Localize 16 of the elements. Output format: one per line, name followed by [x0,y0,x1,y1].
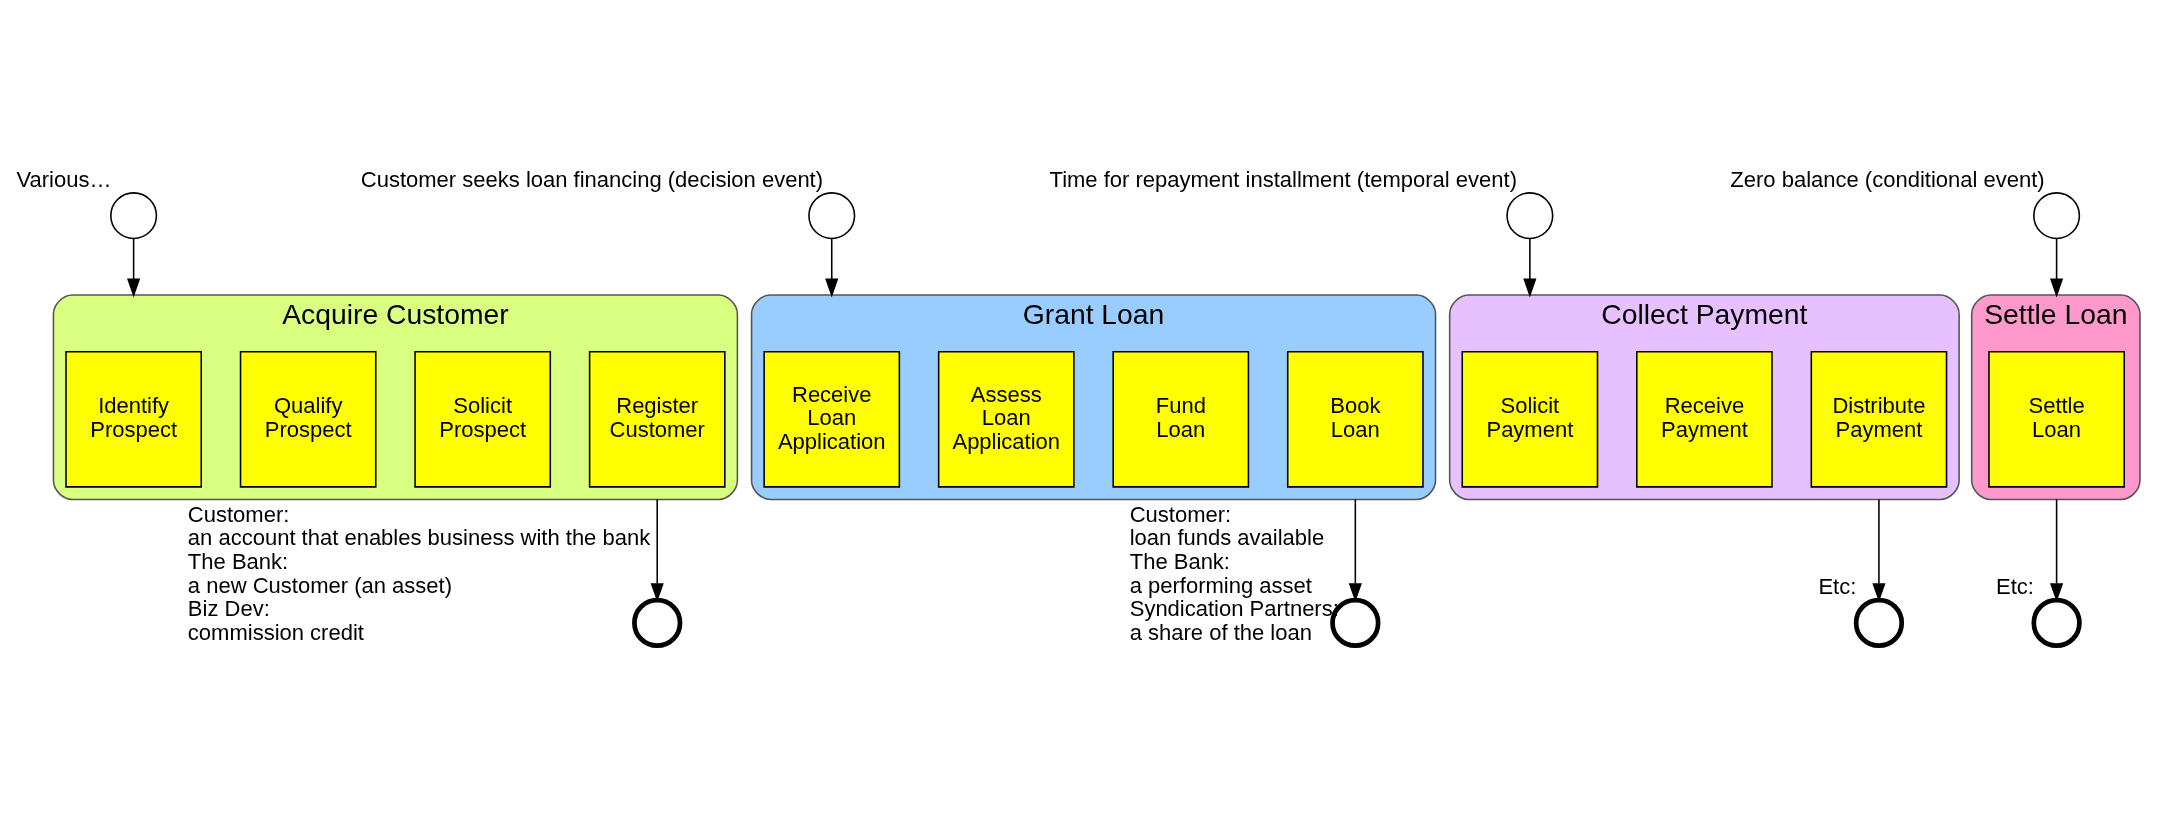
node-label: a performing asset [1129,572,1312,598]
node-label: Etc: [1996,573,2034,599]
node-label: loan funds available [1129,524,1325,550]
node-label: The Bank: [1129,548,1230,574]
node-label: Etc: [1818,573,1857,599]
node-label: commission credit [187,619,364,645]
node-label: an account that enables business with the bank [187,524,651,550]
node-label: Customer seeks loan financing (decision event) [360,166,824,192]
node-label: Customer: [187,501,290,527]
node-label: Time for repayment installment (temporal event) [1049,166,1517,192]
node-label: The Bank: [187,548,289,574]
node-label: a new Customer (an asset) [187,572,452,598]
node-label: Various… [16,166,112,192]
node-label: Zero balance (conditional event) [1730,166,2045,192]
node-label: Biz Dev: [187,595,270,621]
node-label: Customer: [1129,501,1232,527]
